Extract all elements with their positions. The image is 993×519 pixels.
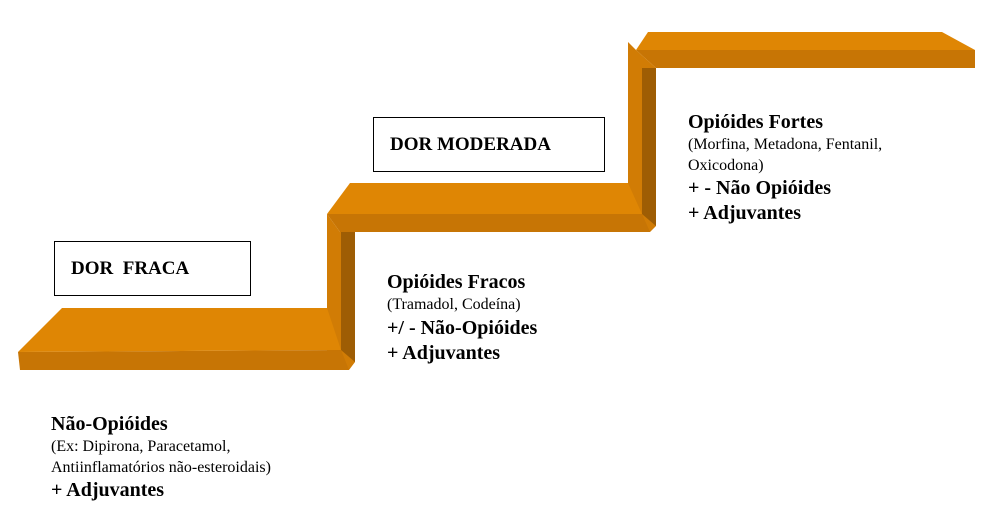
step-1-detail-line: Antiinflamatórios não-esteroidais) xyxy=(51,458,271,476)
step-1-top-face xyxy=(18,308,341,352)
step-3-extra-line: + Adjuvantes xyxy=(688,202,802,225)
step-2-detail-line: (Tramadol, Codeína) xyxy=(387,296,521,314)
step-2-title: Opióides Fracos xyxy=(387,271,526,293)
step-1-extra-line: + Adjuvantes xyxy=(51,479,165,502)
step-3-top-face xyxy=(636,32,975,50)
riser-2-side xyxy=(642,68,656,226)
step-1-title: Não-Opióides xyxy=(51,413,168,435)
level-1-label: DOR FRACA xyxy=(71,257,190,279)
step-3-extra-line: + - Não Opióides xyxy=(688,177,832,200)
step-1-front-face xyxy=(18,350,349,370)
step-2-extra-line: +/ - Não-Opióides xyxy=(387,316,538,339)
step-1-detail-line: (Ex: Dipirona, Paracetamol, xyxy=(51,438,231,456)
step-2-front-face xyxy=(327,214,650,232)
step-2-description: Opióides Fracos (Tramadol, Codeína) +/ -… xyxy=(387,270,537,366)
step-3-front-face xyxy=(636,50,975,68)
step-3-detail-line: (Morfina, Metadona, Fentanil, xyxy=(688,136,883,154)
level-2-label-box: DOR MODERADA xyxy=(373,117,605,172)
step-2-top-face xyxy=(327,183,642,214)
level-1-label-box: DOR FRACA xyxy=(54,241,251,296)
level-2-label: DOR MODERADA xyxy=(390,133,551,155)
riser-1-side xyxy=(341,232,355,362)
step-2-extra-line: + Adjuvantes xyxy=(387,342,501,365)
step-3-description: Opióides Fortes (Morfina, Metadona, Fent… xyxy=(688,110,882,227)
step-1-description: Não-Opióides (Ex: Dipirona, Paracetamol,… xyxy=(51,412,271,503)
step-3-detail-line: Oxicodona) xyxy=(688,156,764,174)
step-3-title: Opióides Fortes xyxy=(688,111,823,133)
